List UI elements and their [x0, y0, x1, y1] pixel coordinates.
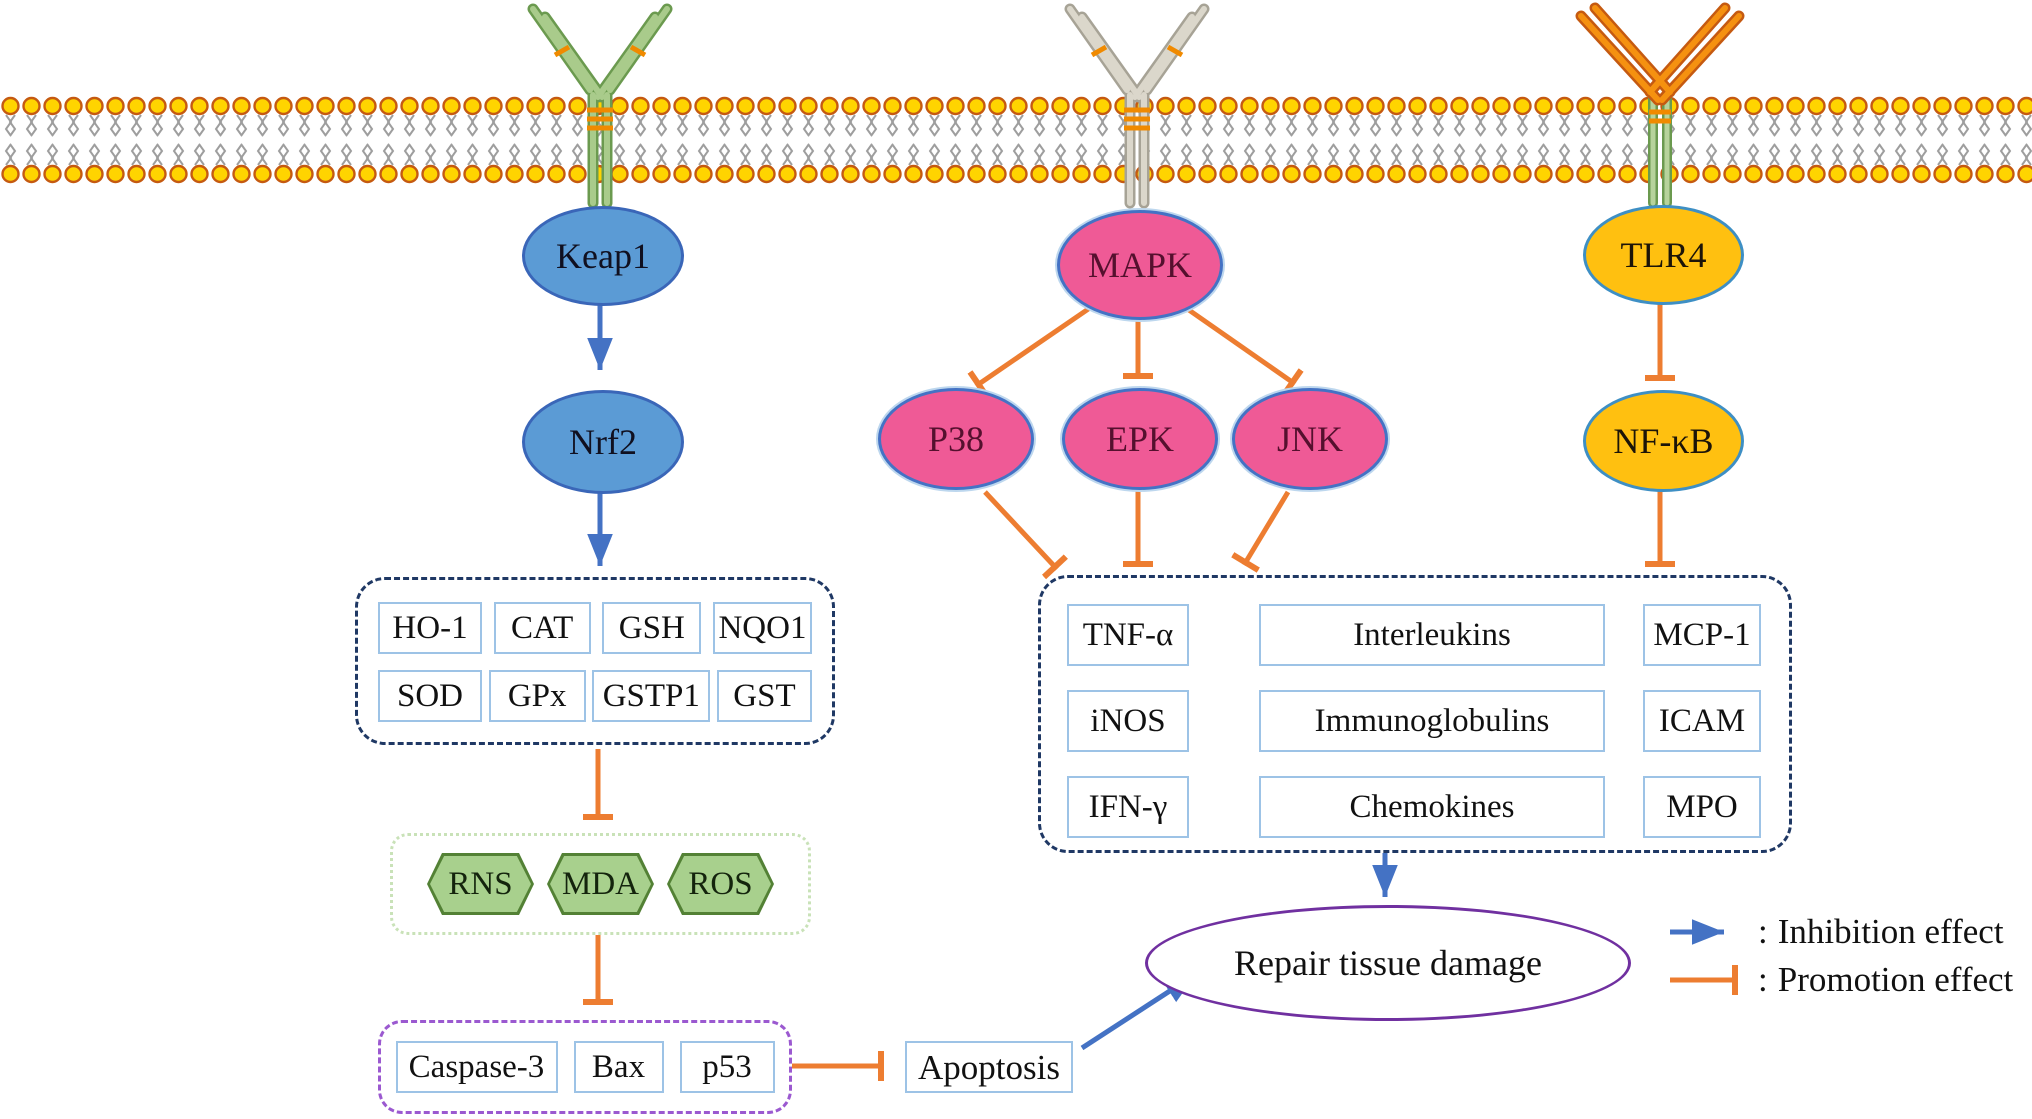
- mediator-item: TNF-α: [1067, 604, 1189, 666]
- mediator-label: MCP-1: [1653, 616, 1751, 653]
- antioxidant-row-1: HO-1 CAT GSH NQO1: [378, 602, 812, 654]
- apoptosis-gene-item: Bax: [573, 1041, 664, 1093]
- node-mapk-label: MAPK: [1087, 245, 1193, 285]
- orange-receptor-icon: [1575, 2, 1745, 208]
- promotion-bars: [583, 298, 1675, 1081]
- node-epk: EPK: [1062, 388, 1218, 490]
- mediator-label: TNF-α: [1082, 616, 1174, 653]
- antioxidant-label: GPx: [507, 677, 567, 714]
- node-p38-label: P38: [927, 419, 985, 459]
- apoptosis-gene-label: Caspase-3: [408, 1048, 545, 1085]
- mediator-item: MCP-1: [1643, 604, 1761, 666]
- mediator-label: Chemokines: [1349, 788, 1515, 825]
- node-jnk-label: JNK: [1276, 419, 1343, 459]
- mediator-label: iNOS: [1090, 702, 1166, 739]
- inhibition-arrow-icon: [1670, 919, 1724, 945]
- node-nfkb-label: NF-κB: [1613, 421, 1714, 461]
- node-tlr4: TLR4: [1583, 205, 1744, 305]
- mediator-item: IFN-γ: [1067, 776, 1189, 838]
- antioxidant-item: CAT: [493, 602, 591, 654]
- mediator-label: Interleukins: [1353, 616, 1511, 653]
- node-nrf2-label: Nrf2: [569, 422, 637, 462]
- apoptosis-gene-item: p53: [679, 1041, 775, 1093]
- mediator-item: Chemokines: [1259, 776, 1605, 838]
- apoptosis-node-label: Apoptosis: [918, 1047, 1060, 1087]
- hexagon-mda-label: MDA: [561, 865, 639, 902]
- hexagon-mda: MDA: [547, 853, 654, 915]
- node-mapk: MAPK: [1057, 210, 1223, 320]
- node-keap1-label: Keap1: [556, 236, 650, 276]
- legend-inhibition-label: Inhibition effect: [1777, 912, 2004, 951]
- node-jnk: JNK: [1232, 388, 1388, 490]
- hexagon-rns: RNS: [427, 853, 534, 915]
- node-keap1: Keap1: [522, 206, 684, 306]
- hexagon-ros: ROS: [667, 853, 774, 915]
- legend-inhibition: : Inhibition effect: [1666, 912, 2004, 952]
- antioxidant-label: NQO1: [718, 609, 807, 646]
- legend-promotion-label: Promotion effect: [1777, 960, 2014, 999]
- gray-receptor-icon: [1064, 3, 1210, 209]
- outcome-label: Repair tissue damage: [1234, 943, 1542, 983]
- antioxidant-item: NQO1: [712, 602, 812, 654]
- antioxidant-item: GPx: [488, 670, 586, 722]
- legend-promotion: : Promotion effect: [1666, 960, 2013, 1000]
- mediator-item: ICAM: [1643, 690, 1761, 752]
- antioxidant-label: GST: [733, 677, 796, 714]
- node-nfkb: NF-κB: [1583, 390, 1744, 492]
- legend-colon: :: [1758, 960, 1768, 999]
- mediator-box: TNF-α Interleukins MCP-1 iNOS Immunoglob…: [1038, 575, 1792, 853]
- hexagon-rns-label: RNS: [448, 865, 513, 902]
- mediator-item: Interleukins: [1259, 604, 1605, 666]
- antioxidant-label: CAT: [510, 609, 574, 646]
- antioxidant-label: SOD: [396, 677, 464, 714]
- apoptosis-node: Apoptosis: [905, 1041, 1073, 1093]
- hexagon-fill: [430, 856, 531, 912]
- antioxidant-item: HO-1: [378, 602, 482, 654]
- mediator-item: iNOS: [1067, 690, 1189, 752]
- antioxidant-label: GSH: [618, 609, 685, 646]
- antioxidant-item: SOD: [378, 670, 482, 722]
- mediator-label: MPO: [1666, 788, 1738, 825]
- hexagon-fill: [670, 856, 771, 912]
- hexagon-ros-label: ROS: [688, 865, 753, 902]
- mediator-item: Immunoglobulins: [1259, 690, 1605, 752]
- antioxidant-row-2: SOD GPx GSTP1 GST: [378, 670, 812, 722]
- legend-colon: :: [1758, 912, 1768, 951]
- antioxidant-item: GST: [716, 670, 812, 722]
- apoptosis-gene-label: Bax: [591, 1048, 646, 1085]
- node-tlr4-label: TLR4: [1620, 235, 1707, 275]
- antioxidant-item: GSTP1: [592, 670, 711, 722]
- hexagon-fill: [550, 856, 651, 912]
- node-epk-label: EPK: [1105, 419, 1174, 459]
- apoptosis-gene-item: Caspase-3: [395, 1041, 558, 1093]
- mediator-label: Immunoglobulins: [1314, 702, 1550, 739]
- apoptosis-gene-box: Caspase-3 Bax p53: [378, 1020, 792, 1114]
- outcome-ellipse: Repair tissue damage: [1145, 905, 1631, 1021]
- mediator-label: IFN-γ: [1088, 788, 1168, 825]
- node-nrf2: Nrf2: [522, 390, 684, 494]
- cell-membrane-bilayer-icon: [0, 95, 2032, 185]
- green-receptor-icon: [527, 3, 673, 209]
- oxidative-stress-box: RNS MDA ROS: [390, 833, 811, 935]
- antioxidant-label: GSTP1: [602, 677, 700, 714]
- node-p38: P38: [878, 388, 1034, 490]
- antioxidant-label: HO-1: [392, 609, 468, 646]
- mediator-item: MPO: [1643, 776, 1761, 838]
- apoptosis-gene-label: p53: [702, 1048, 752, 1085]
- antioxidant-enzyme-box: HO-1 CAT GSH NQO1 SOD GPx GSTP1 GST: [355, 577, 835, 745]
- mediator-label: ICAM: [1658, 702, 1746, 739]
- promotion-bar-icon: [1670, 965, 1738, 995]
- antioxidant-item: GSH: [602, 602, 702, 654]
